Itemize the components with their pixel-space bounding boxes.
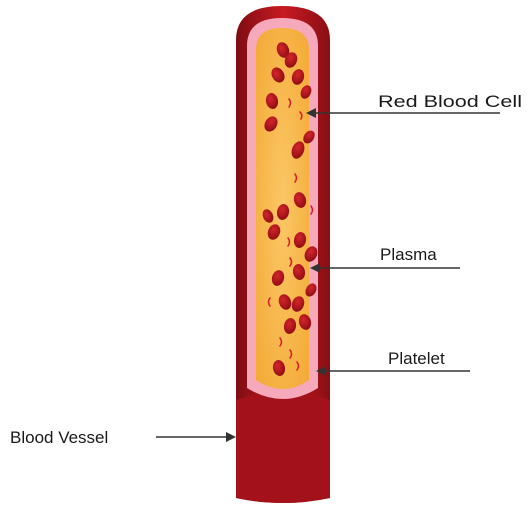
- platelet-label: Platelet: [388, 349, 445, 368]
- plasma-pointer: [310, 263, 460, 273]
- red-blood-cell-label: Red Blood Cell: [378, 92, 522, 111]
- blood-vessel-pointer: [156, 432, 236, 442]
- arrowhead: [226, 432, 236, 442]
- plasma-label: Plasma: [380, 245, 437, 264]
- blood-vessel-label: Blood Vessel: [10, 428, 108, 447]
- vessel-lower-section: [236, 392, 330, 503]
